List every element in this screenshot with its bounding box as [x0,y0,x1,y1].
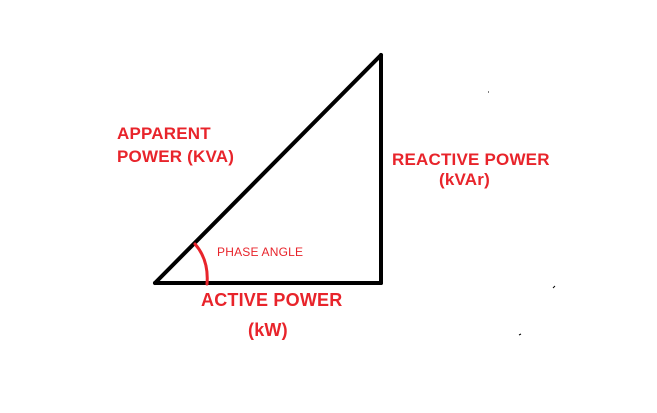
reactive-power-label: REACTIVE POWER [392,150,550,169]
speck-mark [552,285,556,289]
reactive-power-unit-label: (kVAr) [439,170,490,189]
speck-mark [518,333,522,336]
apparent-power-unit-label: POWER (KVA) [117,147,235,166]
phase-angle-label: PHASE ANGLE [217,245,304,259]
active-power-unit-label: (kW) [248,320,288,340]
apparent-power-hypotenuse [153,53,383,285]
active-power-label: ACTIVE POWER [201,290,343,310]
phase-angle-arc [193,242,209,286]
apparent-power-label: APPARENT [117,124,211,143]
